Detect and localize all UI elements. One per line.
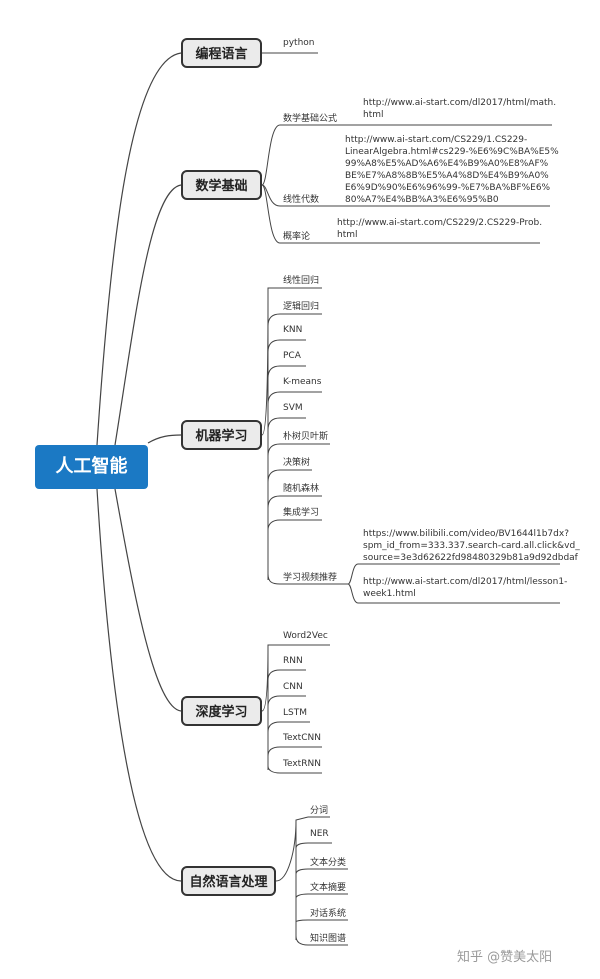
url-probability[interactable]: http://www.ai-start.com/CS229/2.CS229-Pr… xyxy=(337,218,543,240)
link-root-programming xyxy=(96,52,182,446)
leaf-dl-item[interactable]: RNN xyxy=(283,656,303,666)
branch-dl[interactable]: 深度学习 xyxy=(181,696,262,726)
leaf-dl-item[interactable]: TextRNN xyxy=(283,759,321,769)
leaf-ml-item[interactable]: 线性回归 xyxy=(283,276,320,286)
leaf-nlp-item[interactable]: 对话系统 xyxy=(310,909,347,919)
leaf-nlp-item[interactable]: 文本摘要 xyxy=(310,883,347,893)
leaf-ml-item[interactable]: KNN xyxy=(283,325,303,335)
leaf-linear-algebra[interactable]: 线性代数 xyxy=(283,195,320,205)
leaf-math-formula[interactable]: 数学基础公式 xyxy=(283,114,338,124)
url-bilibili[interactable]: https://www.bilibili.com/video/BV1644l1b… xyxy=(363,529,580,563)
leaf-ml-item[interactable]: K-means xyxy=(283,377,322,387)
url-lesson1[interactable]: http://www.ai-start.com/dl2017/html/less… xyxy=(363,577,568,599)
url-math-formula[interactable]: http://www.ai-start.com/dl2017/html/math… xyxy=(363,98,557,120)
leaf-nlp-item[interactable]: 知识图谱 xyxy=(310,934,347,944)
leaf-nlp-item[interactable]: NER xyxy=(310,829,329,839)
link-root-nlp xyxy=(96,488,182,882)
leaf-dl-item[interactable]: LSTM xyxy=(283,708,307,718)
leaf-ml-item[interactable]: 朴树贝叶斯 xyxy=(283,432,329,442)
leaf-ml-item[interactable]: 逻辑回归 xyxy=(283,302,320,312)
leaf-nlp-item[interactable]: 文本分类 xyxy=(310,858,347,868)
branch-ml[interactable]: 机器学习 xyxy=(181,420,262,450)
leaf-nlp-item[interactable]: 分词 xyxy=(310,806,329,816)
leaf-ml-item[interactable]: 集成学习 xyxy=(283,508,320,518)
root-node[interactable]: 人工智能 xyxy=(35,445,148,489)
leaf-video-recommend[interactable]: 学习视频推荐 xyxy=(283,573,338,583)
leaf-dl-item[interactable]: CNN xyxy=(283,682,303,692)
watermark: 知乎 @赞美太阳 xyxy=(457,950,553,965)
branch-nlp[interactable]: 自然语言处理 xyxy=(181,866,276,896)
leaf-probability[interactable]: 概率论 xyxy=(283,232,311,242)
leaf-ml-item[interactable]: 随机森林 xyxy=(283,484,320,494)
url-linear-algebra[interactable]: http://www.ai-start.com/CS229/1.CS229- L… xyxy=(345,135,559,205)
link-root-dl xyxy=(114,488,182,712)
link-root-math xyxy=(114,184,182,446)
leaf-dl-item[interactable]: Word2Vec xyxy=(283,631,328,641)
branch-math[interactable]: 数学基础 xyxy=(181,170,262,200)
leaf-ml-item[interactable]: SVM xyxy=(283,403,303,413)
leaf-ml-item[interactable]: 决策树 xyxy=(283,458,311,468)
leaf-ml-item[interactable]: PCA xyxy=(283,351,301,361)
leaf-dl-item[interactable]: TextCNN xyxy=(283,733,321,743)
link-root-ml xyxy=(147,434,182,444)
leaf-python[interactable]: python xyxy=(283,38,315,48)
branch-programming[interactable]: 编程语言 xyxy=(181,38,262,68)
